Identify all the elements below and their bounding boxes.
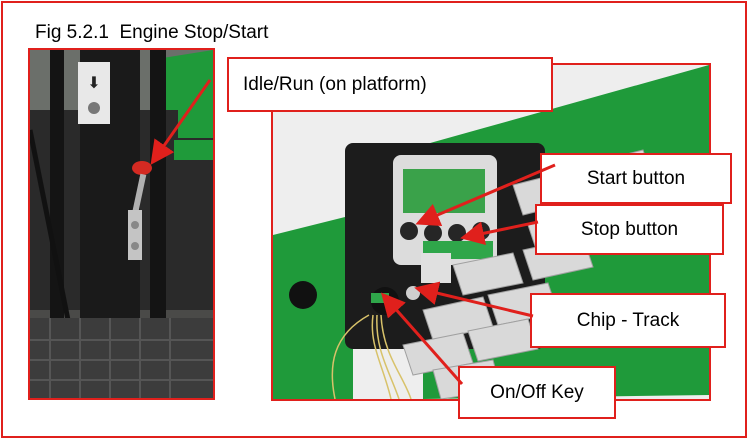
callout-start-button: Start button bbox=[540, 153, 732, 204]
figure-title: Fig 5.2.1 Engine Stop/Start bbox=[35, 22, 269, 43]
callout-idle-run: Idle/Run (on platform) bbox=[227, 57, 553, 112]
controller-button bbox=[400, 222, 418, 240]
callout-chip-track: Chip - Track bbox=[530, 293, 726, 348]
controller-button bbox=[448, 224, 466, 242]
controller-button bbox=[424, 224, 442, 242]
controller-display bbox=[403, 169, 485, 213]
warning-decal bbox=[78, 62, 110, 124]
svg-text:⬇: ⬇ bbox=[87, 73, 100, 92]
controller-button bbox=[472, 222, 490, 240]
photo-idle-run-lever: ⬇ bbox=[28, 48, 215, 400]
chip-track-switch bbox=[406, 286, 420, 300]
lever-knob bbox=[132, 161, 152, 175]
callout-stop-button: Stop button bbox=[535, 204, 724, 255]
callout-on-off-key: On/Off Key bbox=[458, 366, 616, 419]
